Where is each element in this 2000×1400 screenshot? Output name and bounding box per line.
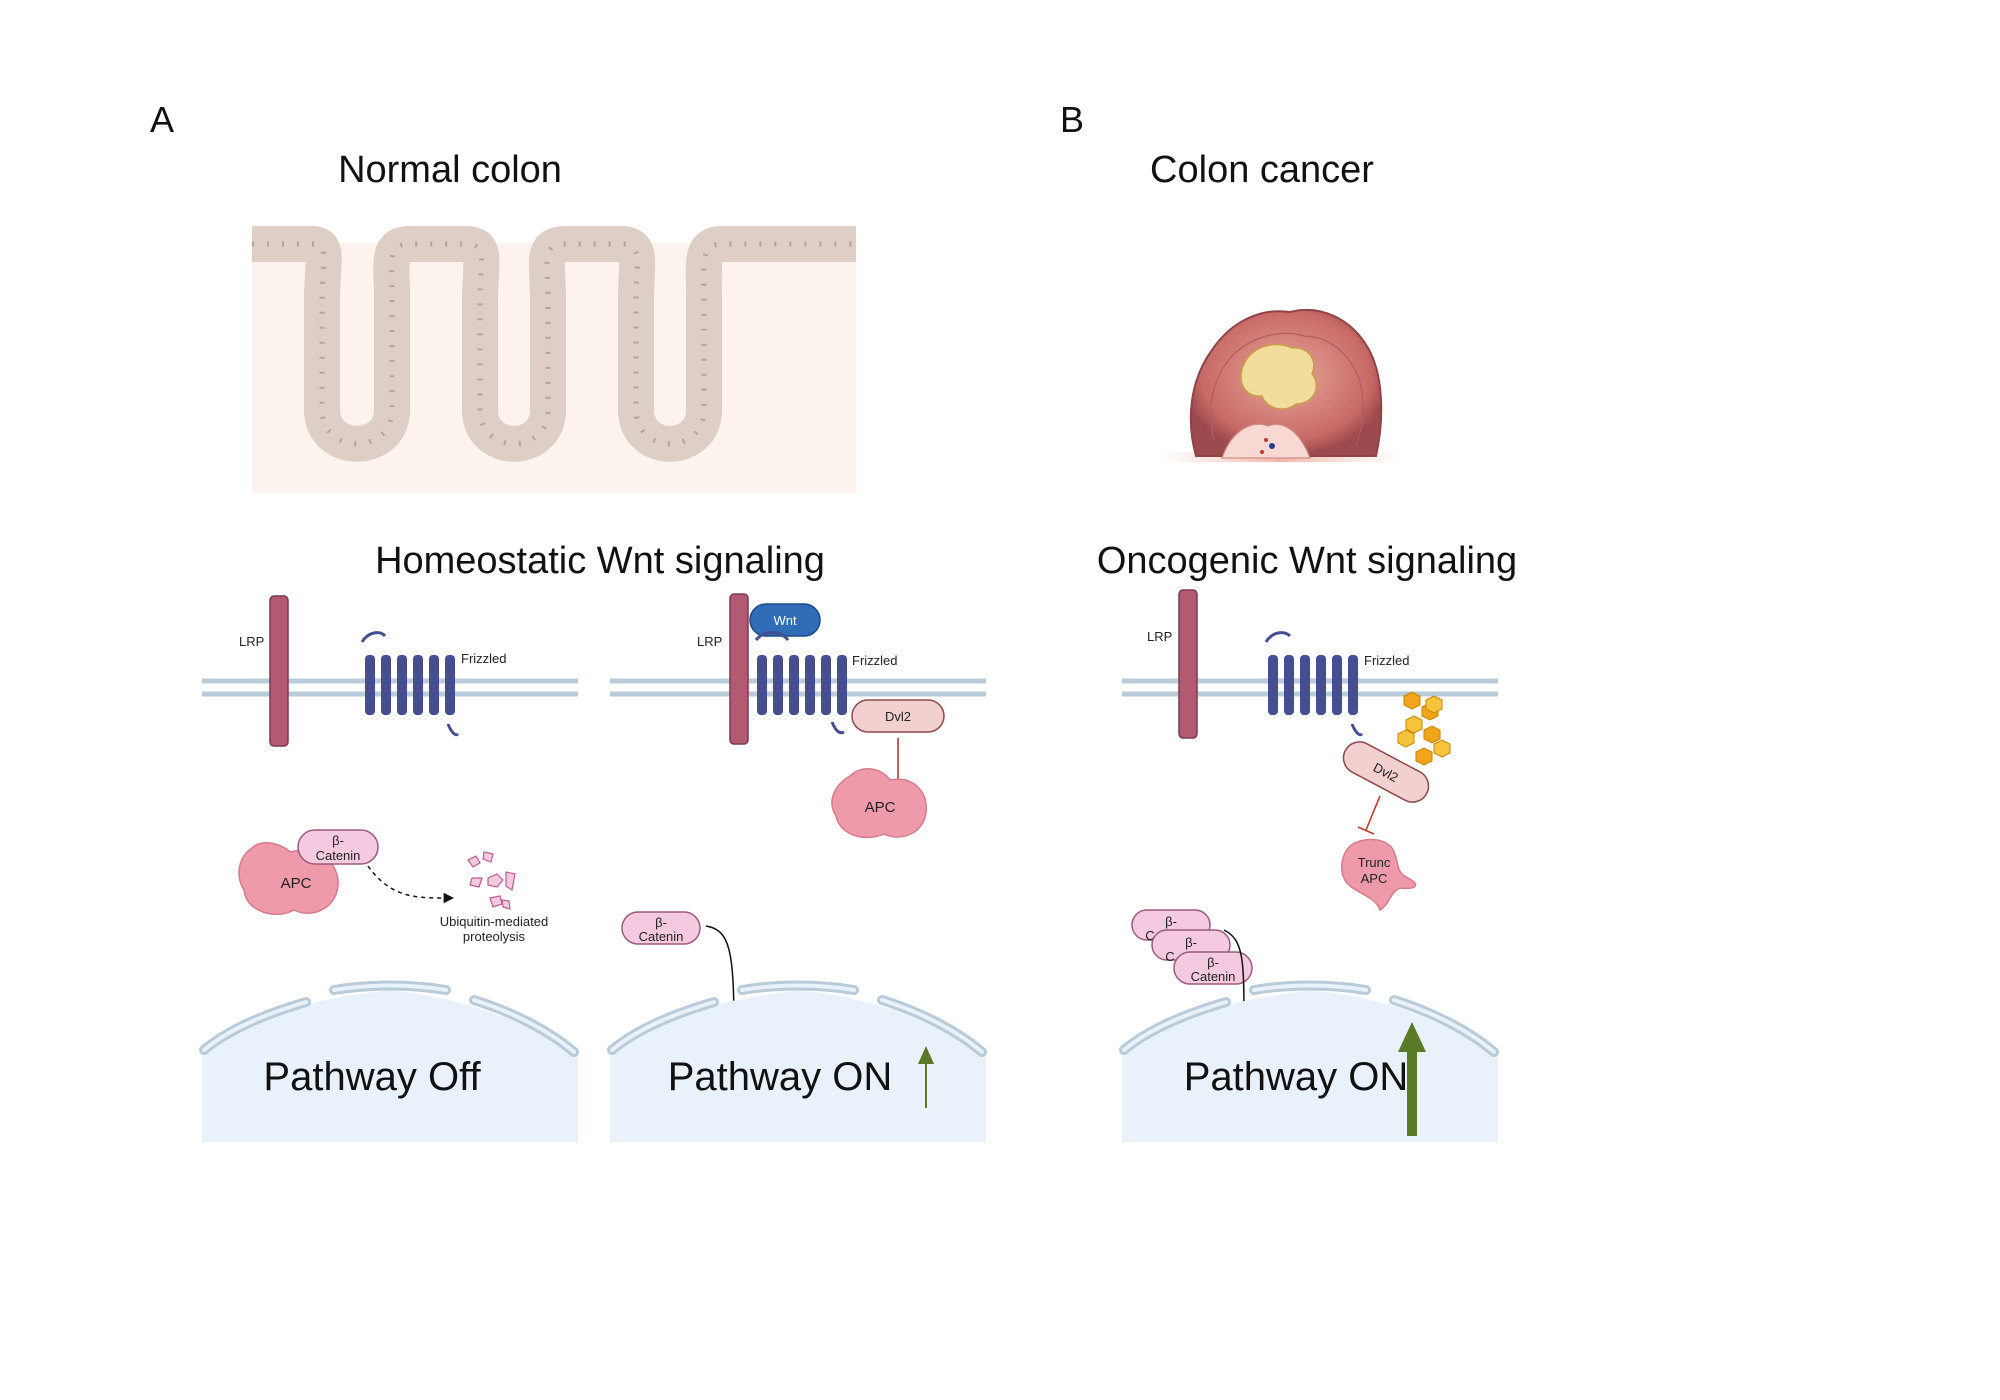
frizzled-label: Frizzled — [461, 651, 507, 666]
panel-b: B Colon cancer Oncogenic Wnt signaling L… — [1060, 99, 1517, 1142]
stack-2-fragment: C — [1165, 949, 1174, 964]
panel-a-signaling-title: Homeostatic Wnt signaling — [375, 540, 825, 582]
panel-a: A Normal colon Homeostatic Wnt signaling… — [150, 99, 987, 1142]
apc-label: APC — [865, 799, 896, 816]
lrp-receptor — [269, 595, 289, 747]
truncated-apc-protein — [1341, 838, 1417, 912]
hexagon-cluster — [1397, 691, 1451, 766]
stack-1-label: β- — [1165, 914, 1177, 929]
lrp-label: LRP — [239, 634, 264, 649]
apc-protein — [831, 768, 927, 839]
panel-a-title: Normal colon — [338, 149, 562, 191]
lrp-label: LRP — [1147, 629, 1172, 644]
beta-catenin-label-1: β- — [1207, 955, 1219, 970]
frizzled-receptor — [360, 631, 460, 737]
inhibition-bar — [1357, 795, 1381, 835]
degradation-label-2: proteolysis — [463, 929, 526, 944]
beta-catenin-label-1: β- — [332, 833, 344, 848]
beta-catenin — [621, 911, 701, 945]
beta-catenin-stack: β- C β- C β- Catenin — [1131, 909, 1253, 985]
lrp-receptor — [729, 593, 749, 745]
panel-a-letter: A — [150, 99, 174, 140]
dvl2-protein — [851, 699, 945, 733]
nucleus — [1119, 980, 1499, 1142]
protein-fragments — [467, 851, 516, 910]
inhibition-bar — [890, 738, 906, 781]
nucleus — [607, 980, 987, 1142]
degradation-label-1: Ubiquitin-mediated — [440, 914, 548, 929]
beta-catenin — [297, 829, 379, 865]
beta-catenin-label-2: Catenin — [316, 848, 361, 863]
pathway-off-status: Pathway Off — [263, 1055, 481, 1099]
trunc-apc-label-1: Trunc — [1358, 855, 1391, 870]
upregulation-arrow-large — [1398, 1022, 1426, 1136]
lrp-label: LRP — [697, 634, 722, 649]
frizzled-receptor — [1264, 631, 1364, 737]
upregulation-arrowhead-small — [918, 1046, 934, 1064]
stack-2-label: β- — [1185, 935, 1197, 950]
panel-b-title: Colon cancer — [1150, 149, 1374, 191]
apc-label: APC — [281, 875, 312, 892]
frizzled-label: Frizzled — [852, 653, 898, 668]
stack-1-fragment: C — [1145, 928, 1154, 943]
frizzled-label: Frizzled — [1364, 653, 1410, 668]
trunc-apc-label-2: APC — [1361, 871, 1388, 886]
dvl2-label: Dvl2 — [885, 709, 911, 724]
oncogenic-subpanel: LRP Frizzled — [1119, 589, 1499, 1142]
beta-catenin-label-2: Catenin — [639, 929, 684, 944]
pathway-on-status: Pathway ON — [668, 1055, 893, 1099]
dvl2-protein: Dvl2 — [1342, 741, 1430, 803]
lrp-receptor — [1178, 589, 1198, 739]
beta-catenin-label-1: β- — [655, 915, 667, 930]
beta-catenin-label-2: Catenin — [1191, 969, 1236, 984]
frizzled-receptor — [754, 631, 847, 735]
wnt-label: Wnt — [773, 613, 797, 628]
colon-tumor-illustration — [1160, 308, 1400, 462]
panel-b-signaling-title: Oncogenic Wnt signaling — [1097, 540, 1517, 582]
normal-colon-illustration — [252, 226, 856, 493]
pathway-on-status: Pathway ON — [1184, 1055, 1409, 1099]
pathway-on-subpanel: LRP Wnt Frizzled Dvl2 APC — [607, 593, 987, 1142]
panel-b-letter: B — [1060, 99, 1084, 140]
pathway-off-subpanel: LRP Frizzled APC β- Catenin — [199, 595, 579, 1142]
degradation-arrow — [367, 865, 455, 904]
nucleus — [199, 980, 579, 1142]
